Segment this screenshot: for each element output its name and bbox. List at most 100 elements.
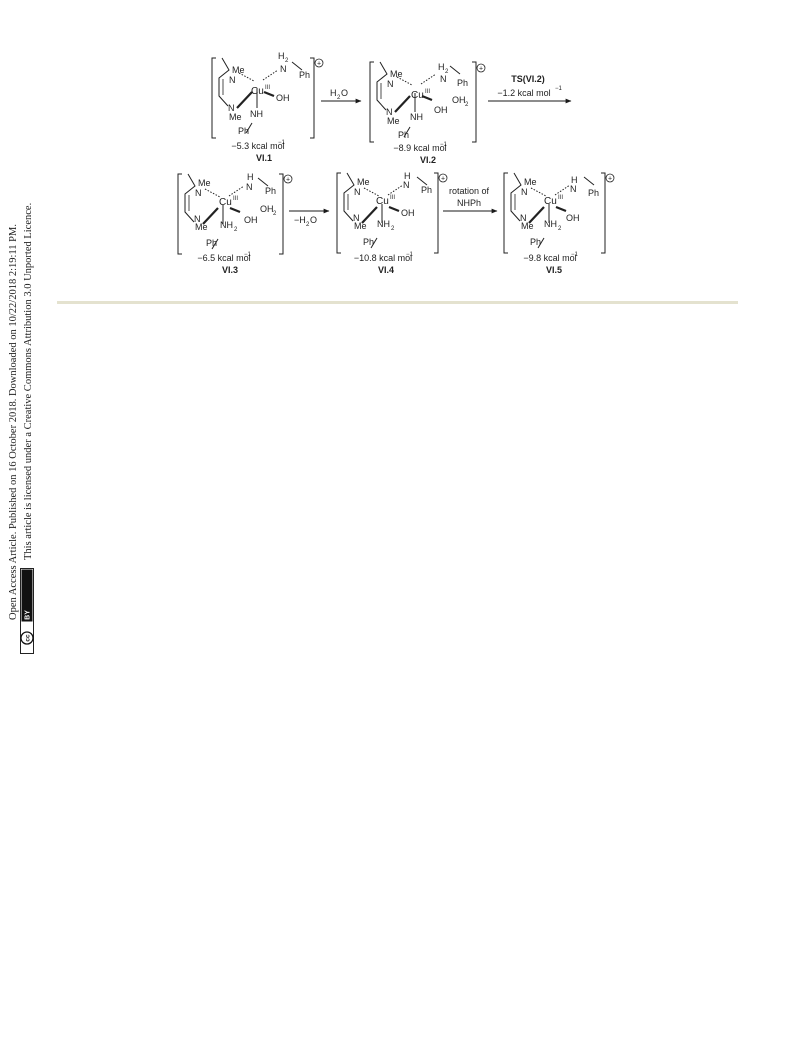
svg-text:N: N — [520, 213, 527, 223]
label-me: Me — [229, 112, 242, 122]
species-vi4: + Me N N Me Cu III H N Ph OH NH 2 Ph — [336, 171, 448, 254]
svg-text:−1: −1 — [555, 86, 563, 92]
species-vi1-caption: −5.3 kcal mol −1 VI.1 — [231, 140, 285, 163]
svg-text:2: 2 — [391, 226, 395, 232]
svg-text:OH: OH — [452, 95, 466, 105]
svg-text:OH: OH — [260, 204, 274, 214]
svg-text:NH: NH — [220, 220, 233, 230]
svg-text:N: N — [403, 180, 410, 190]
id-vi4: VI.4 — [378, 265, 394, 275]
species-vi3-caption: −6.5 kcal mol −1 VI.3 — [197, 252, 251, 275]
svg-text:N: N — [440, 74, 447, 84]
svg-text:Ph: Ph — [421, 185, 432, 195]
energy-vi1: −5.3 kcal mol — [231, 141, 284, 151]
svg-text:N: N — [387, 79, 394, 89]
svg-text:Me: Me — [357, 177, 370, 187]
arrow-water-addition: H 2 O — [321, 88, 362, 104]
svg-text:Ph: Ph — [363, 237, 374, 247]
svg-text:−1: −1 — [440, 142, 448, 148]
arrow-rotation: rotation of NHPh — [443, 186, 498, 214]
label-n: N — [228, 103, 235, 113]
svg-text:Me: Me — [390, 69, 403, 79]
svg-text:Ph: Ph — [265, 186, 276, 196]
svg-text:Me: Me — [198, 178, 211, 188]
svg-text:rotation of: rotation of — [449, 186, 490, 196]
svg-text:−H: −H — [294, 215, 306, 225]
svg-text:N: N — [195, 188, 202, 198]
license-sidebar: Open Access Article. Published on 16 Oct… — [0, 0, 48, 1039]
svg-text:2: 2 — [558, 226, 562, 232]
species-vi3: + Me N N Me Cu III H N Ph OH 2 OH NH 2 P… — [177, 172, 293, 255]
label-oxidation: III — [265, 85, 270, 91]
label-ph: Ph — [299, 70, 310, 80]
svg-text:2: 2 — [465, 102, 469, 108]
label-h: H — [278, 51, 285, 61]
svg-text:Cu: Cu — [544, 196, 557, 207]
svg-text:III: III — [233, 196, 238, 202]
label-n: N — [229, 75, 236, 85]
arrow-water-loss: −H 2 O — [289, 208, 330, 228]
svg-text:N: N — [194, 214, 201, 224]
arrow-ts: TS(VI.2) −1.2 kcal mol −1 — [488, 74, 572, 104]
svg-text:N: N — [353, 213, 360, 223]
svg-text:H: H — [404, 171, 411, 181]
label-oh: OH — [276, 93, 290, 103]
svg-text:2: 2 — [234, 227, 238, 233]
cation-charge: + — [317, 61, 321, 68]
species-vi4-caption: −10.8 kcal mol −1 VI.4 — [354, 252, 414, 275]
reaction-scheme: + Me N N Me Cu III H 2 N Ph OH NH Ph −5.… — [177, 51, 615, 275]
svg-text:Cu: Cu — [219, 197, 232, 208]
svg-text:−1: −1 — [244, 252, 252, 258]
svg-text:NH: NH — [544, 219, 557, 229]
cation-charge: + — [608, 176, 612, 183]
svg-text:NH: NH — [377, 219, 390, 229]
svg-text:N: N — [246, 182, 253, 192]
svg-text:NH: NH — [410, 112, 423, 122]
cc-badge-text: cc — [24, 634, 31, 642]
svg-text:Ph: Ph — [206, 238, 217, 248]
svg-text:H: H — [330, 88, 337, 98]
svg-text:OH: OH — [401, 208, 415, 218]
id-vi2: VI.2 — [420, 155, 436, 165]
svg-text:−1: −1 — [406, 252, 414, 258]
svg-text:2: 2 — [285, 58, 289, 64]
svg-text:Cu: Cu — [411, 90, 424, 101]
svg-text:Me: Me — [195, 222, 208, 232]
svg-text:2: 2 — [306, 222, 310, 228]
id-vi5: VI.5 — [546, 265, 562, 275]
species-vi2: + Me N N Me Cu III H 2 N Ph OH 2 OH NH P… — [369, 60, 486, 143]
species-vi5: + Me N N Me Cu III H N Ph OH NH 2 Ph — [503, 171, 615, 254]
energy-vi5: −9.8 kcal mol — [523, 253, 576, 263]
svg-text:O: O — [310, 215, 317, 225]
label-cu: Cu — [251, 86, 264, 97]
cation-charge: + — [441, 176, 445, 183]
energy-vi4: −10.8 kcal mol — [354, 253, 412, 263]
energy-vi3: −6.5 kcal mol — [197, 253, 250, 263]
svg-text:III: III — [558, 195, 563, 201]
svg-text:Me: Me — [354, 221, 367, 231]
svg-text:−1: −1 — [278, 140, 286, 146]
svg-text:III: III — [390, 195, 395, 201]
id-vi1: VI.1 — [256, 153, 272, 163]
section-divider — [57, 301, 738, 304]
svg-text:TS(VI.2): TS(VI.2) — [511, 74, 545, 84]
species-vi1: + Me N N Me Cu III H 2 N Ph OH NH Ph — [211, 51, 324, 139]
cation-charge: + — [286, 177, 290, 184]
id-vi3: VI.3 — [222, 265, 238, 275]
svg-text:N: N — [521, 187, 528, 197]
svg-text:III: III — [425, 89, 430, 95]
svg-text:N: N — [386, 107, 393, 117]
by-badge-text: BY — [25, 610, 32, 620]
label-nh: NH — [250, 109, 263, 119]
svg-text:2: 2 — [273, 211, 277, 217]
svg-text:OH: OH — [566, 213, 580, 223]
svg-text:Ph: Ph — [588, 188, 599, 198]
cc-by-license-badge-icon[interactable]: cc BY — [20, 568, 34, 654]
species-vi2-caption: −8.9 kcal mol −1 VI.2 — [393, 142, 447, 165]
svg-text:OH: OH — [434, 105, 448, 115]
energy-vi2: −8.9 kcal mol — [393, 143, 446, 153]
label-me: Me — [232, 65, 245, 75]
svg-text:Cu: Cu — [376, 196, 389, 207]
svg-text:H: H — [571, 175, 578, 185]
